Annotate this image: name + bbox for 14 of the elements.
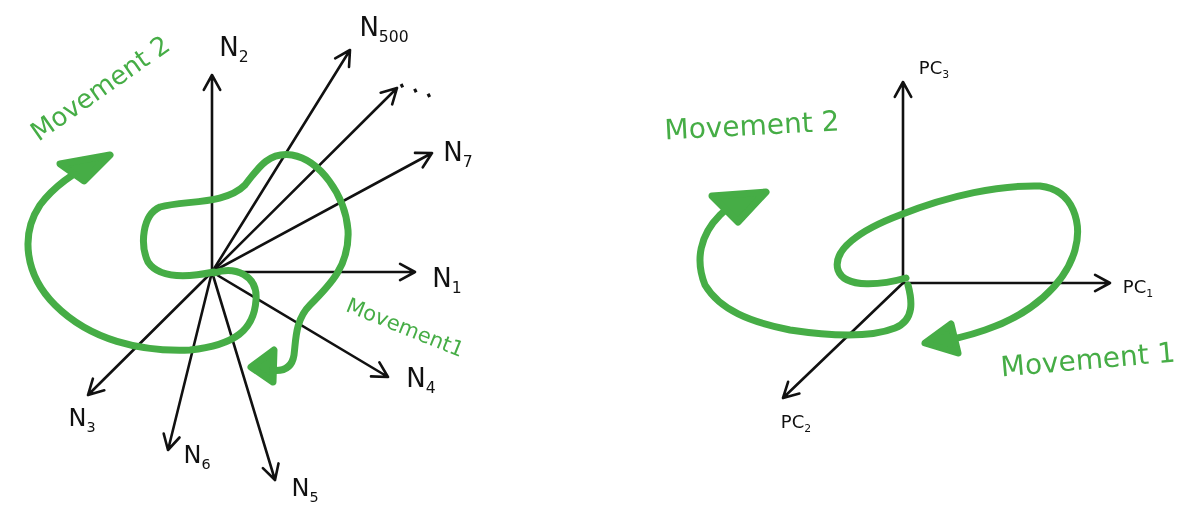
ellipsis: ⋱	[394, 69, 436, 111]
axis-label: N$_{500}$	[359, 14, 409, 46]
axis-label: N$_{1}$	[432, 265, 462, 297]
axis-label: N$_{2}$	[219, 34, 249, 66]
axis-label: N$_{6}$	[183, 442, 211, 472]
axis-label: N$_{7}$	[443, 139, 473, 171]
annotation-label: Movement 2	[663, 107, 841, 145]
axis-label: N$_{5}$	[291, 475, 319, 505]
axis-label: PC$_{2}$	[780, 412, 812, 436]
annotation-label: Movement 1	[999, 338, 1177, 382]
axis-label: PC$_{1}$	[1122, 277, 1154, 301]
axis-label: N$_{3}$	[68, 405, 96, 435]
axis-label: PC$_{3}$	[918, 58, 950, 82]
axis-label: N$_{4}$	[406, 365, 436, 397]
